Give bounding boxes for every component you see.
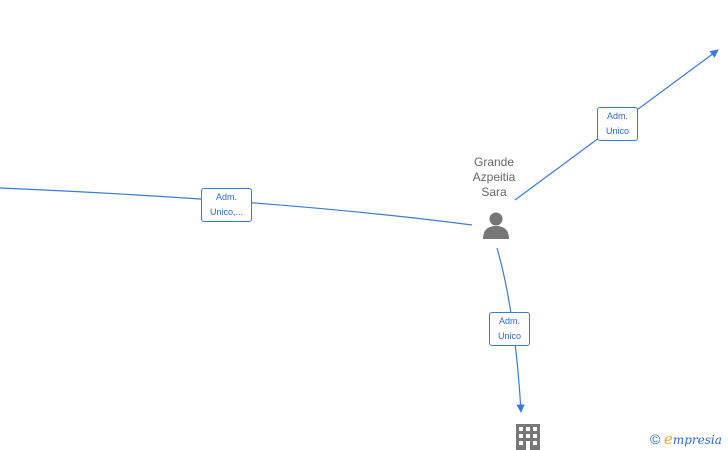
building-icon[interactable] (516, 424, 540, 450)
edge-label-left[interactable]: Adm. Unico,... (201, 188, 252, 222)
edge-left-line (0, 187, 473, 226)
copyright-icon: © (650, 431, 661, 447)
brand-name: mpresia (672, 433, 722, 447)
edge-label-line: Adm. (606, 111, 628, 121)
edge-label-bottom[interactable]: Adm. Unico (489, 312, 530, 346)
edge-label-line: Unico (605, 126, 629, 136)
person-name-line: Azpeitia (472, 170, 516, 184)
brand-initial: e (663, 430, 673, 448)
edge-label-top-right[interactable]: Adm. Unico (597, 107, 638, 141)
empresia-watermark: © empresia (650, 430, 722, 448)
person-icon[interactable] (481, 210, 511, 240)
edge-label-line: Adm. (215, 192, 237, 202)
edge-label-line: Unico (497, 331, 521, 341)
person-name-line: Sara (481, 185, 507, 199)
edge-label-line: Unico,... (209, 207, 243, 217)
person-name-line: Grande (473, 155, 515, 169)
person-name-label[interactable]: Grande Azpeitia Sara (455, 155, 533, 200)
edge-label-line: Adm. (498, 316, 520, 326)
